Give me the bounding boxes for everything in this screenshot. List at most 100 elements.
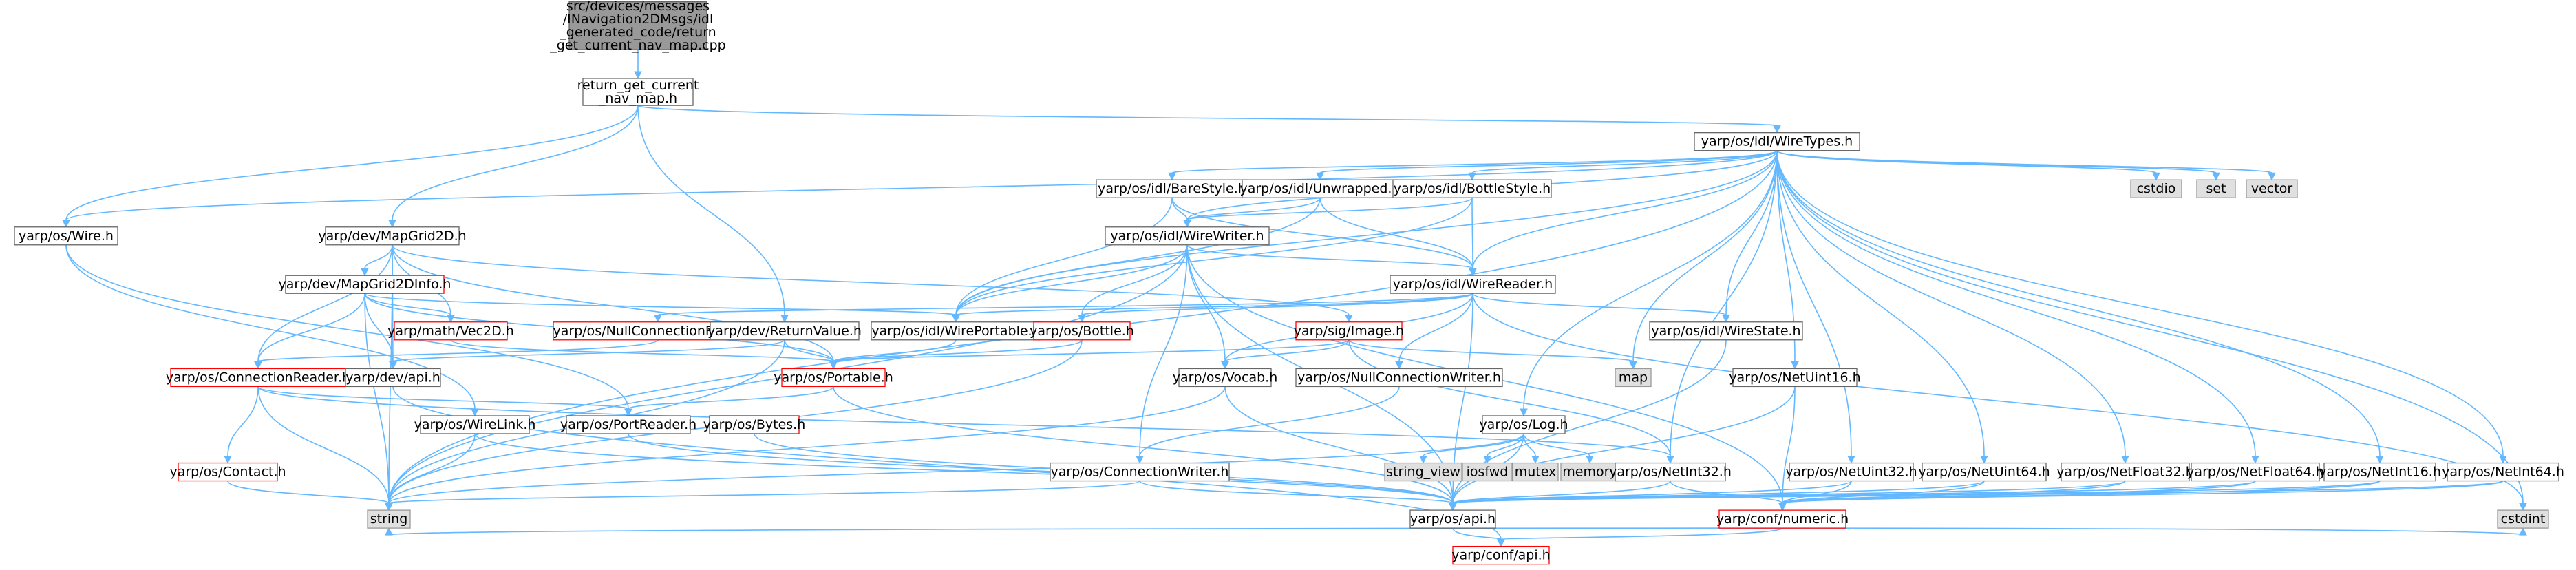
node-label: yarp/os/idl/WireState.h xyxy=(1651,324,1800,339)
edge-wire-to-portreader xyxy=(65,244,632,417)
node-vocab[interactable]: yarp/os/Vocab.h xyxy=(1173,368,1277,388)
node-box xyxy=(325,226,460,246)
node-root[interactable]: src/devices/messages/INavigation2DMsgs/i… xyxy=(549,0,726,53)
edge-wirereader-to-nullconnwriter xyxy=(1395,293,1473,370)
node-box xyxy=(394,321,508,341)
edge-mapgrid2d-to-mapgrid2dinfo xyxy=(361,244,393,277)
node-label: yarp/os/NetUint32.h xyxy=(1785,465,1917,480)
node-label: yarp/os/WireLink.h xyxy=(414,417,536,432)
node-map: map xyxy=(1615,368,1652,388)
node-osapi[interactable]: yarp/os/api.h xyxy=(1409,509,1496,529)
node-label: cstdint xyxy=(2501,511,2546,527)
node-label: map xyxy=(1619,370,1648,385)
node-netuint32[interactable]: yarp/os/NetUint32.h xyxy=(1785,462,1917,482)
node-label: yarp/os/idl/WireTypes.h xyxy=(1701,134,1853,149)
edge-wirereader-to-wirestate xyxy=(1472,293,1730,323)
node-label: string xyxy=(370,511,408,527)
edge-image-to-vocab xyxy=(1221,339,1350,370)
edge-return_get-to-returnvalue xyxy=(637,105,789,323)
node-netuint64[interactable]: yarp/os/NetUint64.h xyxy=(1918,462,2050,482)
node-return_get[interactable]: return_get_current_nav_map.h xyxy=(577,78,699,106)
node-label: yarp/os/Wire.h xyxy=(19,229,114,244)
edge-wiretypes-to-wirereader xyxy=(1469,150,1778,277)
edge-log-to-string_view xyxy=(1419,433,1524,464)
node-numeric[interactable]: yarp/conf/numeric.h xyxy=(1716,509,1849,529)
edge-connreader-to-portreader xyxy=(257,386,632,417)
edge-wiretypes-to-bottlestyle xyxy=(1468,149,1778,181)
node-confapi[interactable]: yarp/conf/api.h xyxy=(1451,545,1551,565)
node-barestyle[interactable]: yarp/os/idl/BareStyle.h xyxy=(1096,179,1248,198)
node-label: yarp/os/Portable.h xyxy=(774,370,893,385)
node-wireportable[interactable]: yarp/os/idl/WirePortable.h xyxy=(871,321,1041,341)
node-vector: vector xyxy=(2246,179,2298,198)
node-box xyxy=(2191,462,2320,482)
node-label: yarp/os/ConnectionWriter.h xyxy=(1051,465,1229,480)
edge-wiretypes-to-wire xyxy=(62,150,1778,228)
edge-wiretypes-to-barestyle xyxy=(1168,149,1778,181)
edge-returnvalue-to-portable xyxy=(784,339,838,370)
node-wire[interactable]: yarp/os/Wire.h xyxy=(14,226,118,246)
node-vec2d[interactable]: yarp/math/Vec2D.h xyxy=(387,321,514,341)
node-netfloat32[interactable]: yarp/os/NetFloat32.h xyxy=(2056,462,2194,482)
edge-return_get-to-wiretypes xyxy=(637,105,1781,134)
node-contact[interactable]: yarp/os/Contact.h xyxy=(169,462,286,482)
node-box xyxy=(1242,179,1398,198)
node-box xyxy=(1789,462,1914,482)
edge-numeric-to-string xyxy=(385,527,1783,536)
node-wirestate[interactable]: yarp/os/idl/WireState.h xyxy=(1649,321,1803,341)
node-portreader[interactable]: yarp/os/PortReader.h xyxy=(560,415,696,434)
edge-mapgrid2dinfo-to-vec2d xyxy=(364,293,455,323)
node-label: yarp/os/ConnectionReader.h xyxy=(166,370,350,385)
node-returnvalue[interactable]: yarp/dev/ReturnValue.h xyxy=(707,321,862,341)
node-image[interactable]: yarp/sig/Image.h xyxy=(1294,321,1404,341)
node-netint32[interactable]: yarp/os/NetInt32.h xyxy=(1609,462,1732,482)
node-wirewriter[interactable]: yarp/os/idl/WireWriter.h xyxy=(1105,226,1270,246)
node-mapgrid2dinfo[interactable]: yarp/dev/MapGrid2DInfo.h xyxy=(279,275,451,294)
node-box xyxy=(1178,368,1272,388)
edge-wiretypes-to-netuint64 xyxy=(1776,150,1988,464)
edge-layer xyxy=(62,50,2527,547)
node-label: yarp/dev/ReturnValue.h xyxy=(707,324,862,339)
node-label: yarp/math/Vec2D.h xyxy=(387,324,514,339)
node-wirelink[interactable]: yarp/os/WireLink.h xyxy=(414,415,536,434)
node-label: yarp/os/idl/BareStyle.h xyxy=(1098,181,1246,196)
node-wiretypes[interactable]: yarp/os/idl/WireTypes.h xyxy=(1694,132,1860,151)
edge-connwriter-to-osapi xyxy=(1139,480,1457,511)
node-connreader[interactable]: yarp/os/ConnectionReader.h xyxy=(166,368,350,388)
node-log[interactable]: yarp/os/Log.h xyxy=(1479,415,1568,434)
node-box xyxy=(1649,321,1803,341)
node-box xyxy=(1922,462,2047,482)
node-label: yarp/os/PortReader.h xyxy=(560,417,696,432)
node-box xyxy=(1718,509,1846,529)
node-portable[interactable]: yarp/os/Portable.h xyxy=(774,368,893,388)
node-label: yarp/os/idl/Unwrapped.h xyxy=(1239,181,1400,196)
node-netfloat64[interactable]: yarp/os/NetFloat64.h xyxy=(2186,462,2324,482)
node-string: string xyxy=(367,509,411,529)
node-nullconnwriter[interactable]: yarp/os/NullConnectionWriter.h xyxy=(1295,368,1503,388)
node-mapgrid2d[interactable]: yarp/dev/MapGrid2D.h xyxy=(318,226,467,246)
edge-netint64-to-numeric xyxy=(1778,480,2504,511)
node-bytes[interactable]: yarp/os/Bytes.h xyxy=(703,415,805,434)
edge-connwriter-to-string xyxy=(385,480,1140,511)
node-netuint16[interactable]: yarp/os/NetUint16.h xyxy=(1729,368,1861,388)
node-netint16[interactable]: yarp/os/NetInt16.h xyxy=(2319,462,2441,482)
node-box xyxy=(2196,179,2236,198)
node-netint64[interactable]: yarp/os/NetInt64.h xyxy=(2442,462,2564,482)
edge-root-to-return_get xyxy=(634,50,642,80)
node-connwriter[interactable]: yarp/os/ConnectionWriter.h xyxy=(1050,462,1230,482)
node-wirereader[interactable]: yarp/os/idl/WireReader.h xyxy=(1390,275,1556,294)
node-label: yarp/os/Log.h xyxy=(1479,417,1568,432)
node-label: _get_current_nav_map.cpp xyxy=(549,38,726,53)
node-devapi[interactable]: yarp/dev/api.h xyxy=(345,368,441,388)
node-box xyxy=(420,415,530,434)
node-bottlestyle[interactable]: yarp/os/idl/BottleStyle.h xyxy=(1392,179,1552,198)
node-label: iosfwd xyxy=(1467,465,1509,480)
node-label: yarp/os/idl/WireReader.h xyxy=(1393,277,1553,292)
edge-wirereader-to-nullconnreader xyxy=(654,293,1473,323)
node-unwrapped[interactable]: yarp/os/idl/Unwrapped.h xyxy=(1239,179,1401,198)
edge-wiretypes-to-unwrapped xyxy=(1316,149,1778,181)
edge-netint64-to-osapi xyxy=(1449,480,2504,511)
node-bottle[interactable]: yarp/os/Bottle.h xyxy=(1030,321,1134,341)
node-label: yarp/os/NetInt16.h xyxy=(2319,465,2441,480)
node-box xyxy=(1462,462,1513,482)
